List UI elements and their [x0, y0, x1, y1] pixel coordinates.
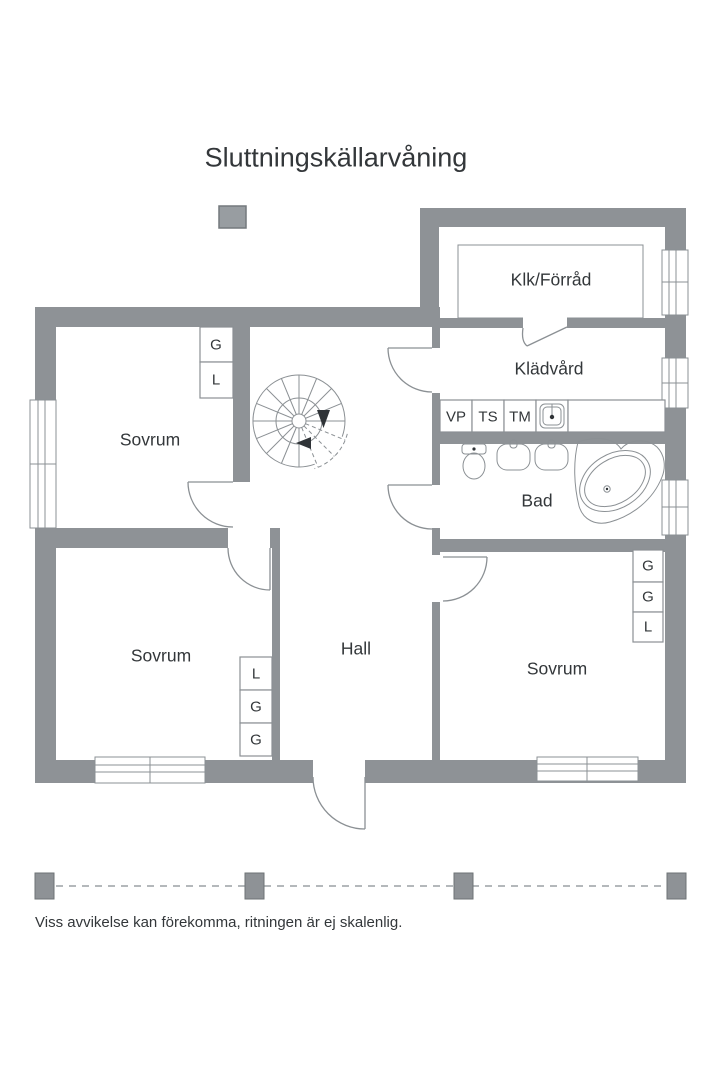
bathroom-fixtures	[461, 438, 665, 524]
closet-label-se-g1: G	[642, 557, 654, 575]
sink-icon-2	[534, 439, 569, 471]
laundry-sink-icon	[539, 403, 565, 429]
closet-klk-outline	[457, 244, 644, 319]
appliance-label-vp: VP	[445, 408, 467, 426]
window-icon-klk	[661, 249, 689, 316]
door-arc-klk	[521, 326, 568, 347]
appliance-label-ts: TS	[478, 408, 498, 426]
doors	[187, 326, 568, 830]
toilet-icon	[461, 443, 487, 480]
closets	[199, 244, 664, 757]
closet-label-nw-g: G	[210, 336, 222, 354]
room-label-hall: Hall	[340, 638, 372, 659]
counter-box	[567, 399, 666, 433]
room-label-bad: Bad	[521, 490, 553, 511]
chimney-marker	[218, 205, 247, 229]
page-title: Sluttningskällarvåning	[204, 142, 468, 173]
door-arc-kladvard	[387, 347, 433, 393]
spiral-staircase	[252, 374, 348, 470]
closet-label-sw-g2: G	[250, 731, 262, 749]
door-arc-entry	[312, 776, 366, 830]
stair-direction-arrow-down	[317, 410, 330, 428]
room-label-klk-forrad: Klk/Förråd	[510, 269, 592, 290]
sink-icon-1	[496, 439, 531, 471]
closet-label-sw-g1: G	[250, 698, 262, 716]
closet-label-se-g2: G	[642, 588, 654, 606]
closet-sw	[239, 656, 273, 757]
room-label-sovrum-sw: Sovrum	[130, 645, 192, 666]
walls	[35, 208, 686, 783]
appliance-row	[439, 399, 666, 433]
door-arc-bad	[387, 484, 433, 530]
appliance-ts-box	[471, 399, 505, 433]
closet-label-nw-l: L	[211, 371, 221, 389]
window-icon-bad	[661, 479, 689, 536]
closet-se	[632, 549, 664, 643]
room-label-sovrum-nw: Sovrum	[119, 429, 181, 450]
room-label-kladvard: Klädvård	[514, 358, 584, 379]
door-arc-sovrum-sw	[227, 547, 271, 591]
appliance-tm-box	[503, 399, 537, 433]
door-arc-sovrum-nw	[187, 481, 234, 528]
window-icon-kladvard	[661, 357, 689, 409]
window-icon-sovrum-nw	[29, 399, 57, 529]
door-arc-sovrum-se	[442, 556, 488, 602]
windows	[29, 249, 689, 784]
window-icon-sovrum-sw	[94, 756, 206, 784]
room-label-sovrum-se: Sovrum	[526, 658, 588, 679]
window-icon-sovrum-se	[536, 756, 639, 782]
stair-direction-arrow-left	[296, 437, 311, 449]
bathtub-icon	[574, 438, 665, 524]
scale-bar	[34, 872, 687, 900]
closet-label-se-l: L	[643, 618, 653, 636]
closet-nw	[199, 326, 234, 399]
closet-label-sw-l: L	[251, 665, 261, 683]
disclaimer-text: Viss avvikelse kan förekomma, ritningen …	[35, 914, 403, 931]
appliance-label-tm: TM	[509, 408, 531, 426]
